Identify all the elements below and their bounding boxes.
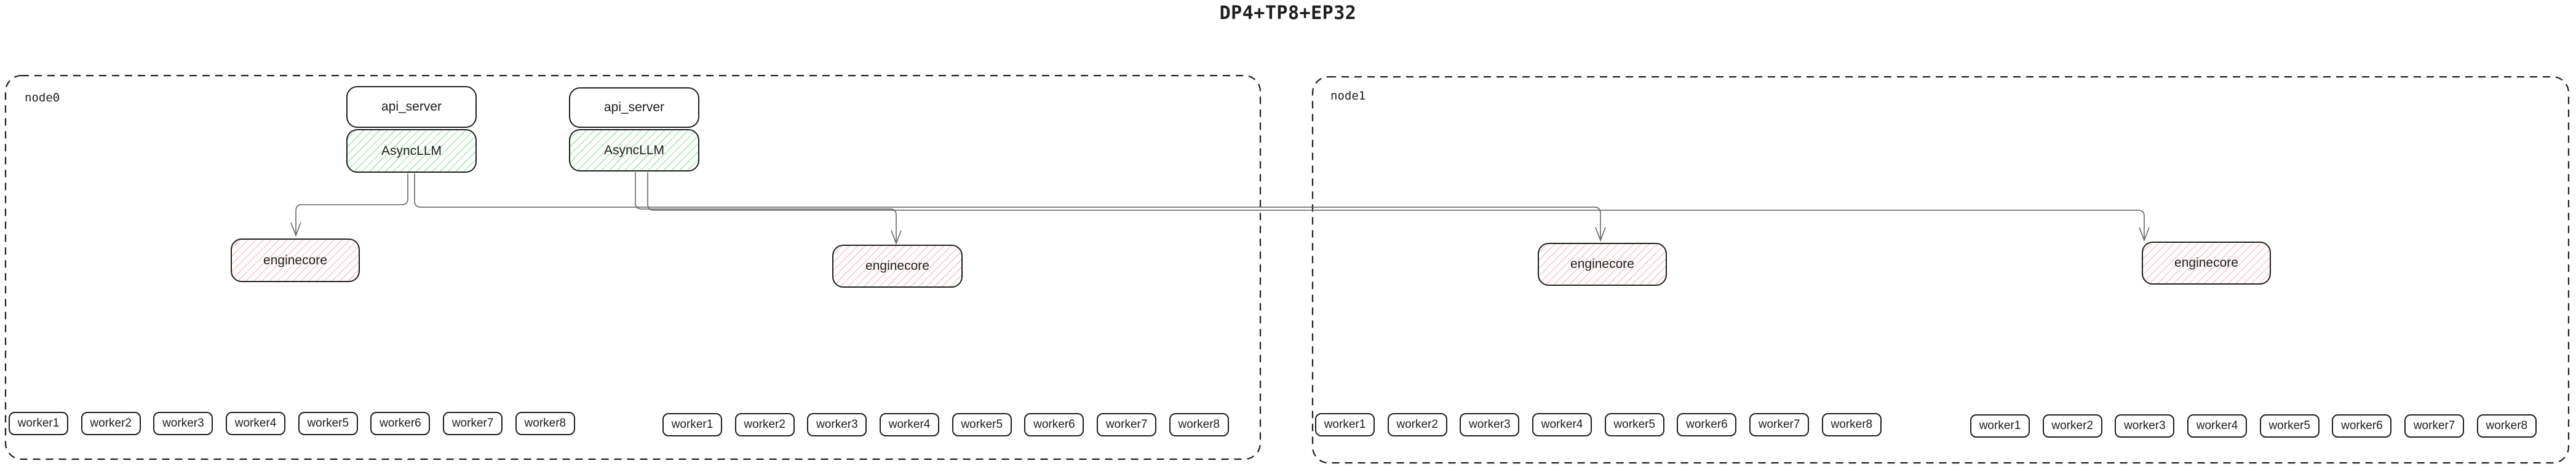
node0-boundary xyxy=(4,74,1262,460)
worker-box: worker1 xyxy=(9,412,68,435)
worker-box: worker1 xyxy=(662,413,722,436)
worker-box: worker4 xyxy=(880,413,940,436)
worker-box: worker7 xyxy=(1097,413,1157,436)
worker-box: worker3 xyxy=(153,412,213,435)
node0-label: node0 xyxy=(25,91,60,104)
worker-box: worker8 xyxy=(1821,413,1882,436)
asyncllm-box-1: AsyncLLM xyxy=(346,129,477,173)
node1-label: node1 xyxy=(1330,89,1366,103)
worker-box: worker4 xyxy=(1532,413,1592,436)
worker-box: worker4 xyxy=(226,412,286,435)
worker-box: worker2 xyxy=(81,412,141,435)
api-server-box-1: api_server xyxy=(346,86,477,128)
connector-asyncllm2-enginecore4 xyxy=(647,172,2145,238)
worker-box: worker5 xyxy=(952,413,1012,436)
worker-box: worker6 xyxy=(2332,414,2392,438)
connector-arrowhead xyxy=(290,222,301,237)
worker-box: worker3 xyxy=(2115,414,2175,438)
enginecore-box-1: enginecore xyxy=(231,238,360,282)
worker-row-node1-b: worker1 worker2 worker3 worker4 worker5 worke… xyxy=(1970,414,2537,438)
connector-arrowhead xyxy=(891,230,902,245)
diagram-title: DP4+TP8+EP32 xyxy=(1219,2,1357,24)
connector-arrowhead xyxy=(2139,227,2150,242)
worker-box: worker7 xyxy=(443,412,503,435)
worker-box: worker2 xyxy=(1387,413,1447,436)
worker-row-node0-a: worker1 worker2 worker3 worker4 worker5 worke… xyxy=(9,412,575,435)
asyncllm-box-2: AsyncLLM xyxy=(569,129,699,171)
worker-row-node1-a: worker1 worker2 worker3 worker4 worker5 worke… xyxy=(1315,413,1882,436)
worker-box: worker2 xyxy=(2042,414,2102,438)
worker-box: worker3 xyxy=(807,413,867,436)
worker-box: worker1 xyxy=(1315,413,1375,436)
worker-box: worker7 xyxy=(2404,414,2465,438)
worker-box: worker7 xyxy=(1749,413,1810,436)
worker-row-node0-b: worker1 worker2 worker3 worker4 worker5 worke… xyxy=(662,413,1229,436)
worker-box: worker5 xyxy=(298,412,358,435)
worker-box: worker3 xyxy=(1460,413,1520,436)
connector-asyncllm1-enginecore3 xyxy=(414,173,1601,238)
worker-box: worker8 xyxy=(2476,414,2537,438)
worker-box: worker8 xyxy=(1169,413,1229,436)
enginecore-box-4: enginecore xyxy=(2142,242,2271,285)
connector-arrowhead xyxy=(1595,227,1606,242)
worker-box: worker5 xyxy=(1604,413,1664,436)
worker-box: worker6 xyxy=(1677,413,1737,436)
connector-asyncllm2-enginecore2 xyxy=(635,172,897,242)
api-server-box-2: api_server xyxy=(569,87,699,128)
worker-box: worker6 xyxy=(1024,413,1084,436)
node1-boundary xyxy=(1311,76,2570,464)
enginecore-box-3: enginecore xyxy=(1538,243,1667,286)
connector-asyncllm1-enginecore1 xyxy=(295,173,408,234)
worker-box: worker8 xyxy=(515,412,575,435)
enginecore-box-2: enginecore xyxy=(832,245,963,288)
worker-box: worker6 xyxy=(370,412,431,435)
worker-box: worker2 xyxy=(734,413,795,436)
worker-box: worker1 xyxy=(1970,414,2030,438)
worker-box: worker5 xyxy=(2259,414,2320,438)
worker-box: worker4 xyxy=(2187,414,2248,438)
